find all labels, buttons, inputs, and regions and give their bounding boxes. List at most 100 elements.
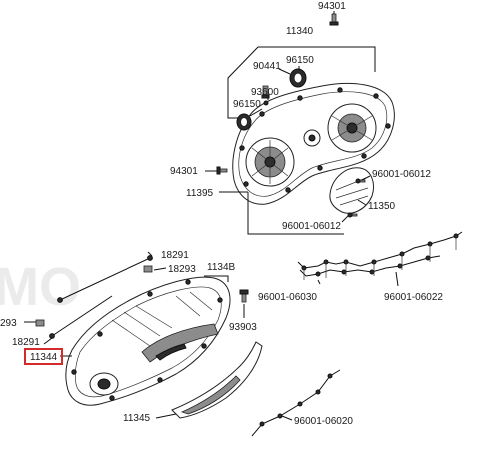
label-96150-a: 96150 xyxy=(286,55,314,66)
label-11344: 11344 xyxy=(30,352,58,363)
leader-18291-a xyxy=(147,251,153,257)
rim-bolt xyxy=(361,153,367,159)
leader-11345 xyxy=(155,413,177,419)
spacer-18293-a xyxy=(143,265,153,273)
hose-clip xyxy=(315,271,321,277)
label-11350: 11350 xyxy=(368,201,396,212)
leader-line-11340 xyxy=(258,46,376,72)
bracket-frame-11340 xyxy=(227,46,259,119)
label-96001-06030: 96001-06030 xyxy=(258,292,317,303)
label-1134b: 1134B xyxy=(207,262,236,273)
cover-rim-bolts xyxy=(239,87,391,193)
oil-seal-inner xyxy=(293,72,303,84)
spacer-body xyxy=(143,265,153,273)
leader-96001-06020 xyxy=(281,415,293,421)
rim-bolt xyxy=(373,93,379,99)
outer-cover-assembly xyxy=(24,251,341,437)
hose-clip xyxy=(341,269,347,275)
leader-96150-b xyxy=(249,108,263,117)
leader-18291-b xyxy=(43,337,53,345)
rod-shaft xyxy=(51,295,113,337)
rim-bolt xyxy=(385,123,391,129)
leader-96001-06012-a xyxy=(361,175,371,181)
hose-clip xyxy=(397,263,403,269)
hose-96001-06030 xyxy=(297,231,463,269)
label-96150-b: 96150 xyxy=(233,99,261,110)
screw-head xyxy=(347,212,353,218)
bolt-head xyxy=(216,166,221,175)
hose-clip-stems xyxy=(303,236,457,280)
front-opening-ribs xyxy=(251,140,289,184)
part-labels: 94301 11340 90441 96150 93600 96150 9430… xyxy=(0,1,443,427)
plug-90441 xyxy=(261,85,270,99)
rim-bolt xyxy=(239,145,245,151)
label-96001-06012-b: 96001-06012 xyxy=(282,221,341,232)
cover-bolt xyxy=(109,395,115,401)
cover-bolt xyxy=(71,369,77,375)
hose-harness-group xyxy=(297,231,463,287)
bolt-head xyxy=(329,21,339,26)
center-boss-hole xyxy=(308,134,316,142)
rod-18291-a xyxy=(57,255,153,303)
screw-shank xyxy=(351,213,358,217)
inner-cover-assembly xyxy=(205,11,395,235)
inner-cover-rim xyxy=(238,91,388,197)
vent-plate-body xyxy=(329,167,374,214)
front-pulley-opening xyxy=(245,137,295,187)
spacer-body xyxy=(35,319,45,327)
bolt-93903 xyxy=(239,289,249,303)
leader-96001-06012-b xyxy=(341,215,349,223)
lower-trim-11345 xyxy=(171,341,263,419)
highlight-box-11344 xyxy=(24,348,63,365)
vent-plate-11350 xyxy=(329,167,374,214)
bolt-94301-mid xyxy=(216,166,228,175)
bolt-shank xyxy=(331,13,337,23)
label-94301-top: 94301 xyxy=(318,1,346,12)
oil-seal-96150-upper xyxy=(289,68,307,88)
label-93903: 93903 xyxy=(229,322,257,333)
leader-96001-06030 xyxy=(317,279,321,285)
leader-90441 xyxy=(278,68,291,75)
lower-hose-clips xyxy=(259,373,333,427)
washer-93600 xyxy=(263,100,269,106)
cover-bolt xyxy=(157,377,163,383)
leader-96001-06022 xyxy=(395,271,399,287)
rim-bolt xyxy=(297,95,303,101)
bracket-1134b xyxy=(204,275,229,282)
leader-11350 xyxy=(357,199,367,206)
label-18291-b: 18291 xyxy=(12,337,40,348)
rim-bolt xyxy=(243,181,249,187)
label-11340: 11340 xyxy=(286,26,314,37)
cover-bolt xyxy=(201,343,207,349)
hose-clip xyxy=(327,373,333,379)
hose-clip xyxy=(277,413,283,419)
hose-clip xyxy=(297,401,303,407)
cover-bolt xyxy=(147,291,153,297)
outer-cover-ribs xyxy=(111,291,213,347)
hose-clip xyxy=(259,421,265,427)
cover-bolt xyxy=(217,297,223,303)
outer-cover-bolts xyxy=(71,279,223,401)
hose-clip xyxy=(315,389,321,395)
cover-bolt xyxy=(185,279,191,285)
bolt-shank xyxy=(241,293,247,303)
label-11395: 11395 xyxy=(186,188,214,199)
label-18293-b: 293 xyxy=(0,318,17,329)
rear-opening-ribs xyxy=(331,115,373,141)
bolt-94301-top xyxy=(329,13,339,26)
screw-head xyxy=(355,178,361,184)
front-boss-inner xyxy=(97,378,111,390)
leader-11395-frame xyxy=(247,192,344,235)
spacer-18293-b xyxy=(35,319,45,327)
hose-clip xyxy=(425,255,431,261)
screw-96001-06012-a xyxy=(355,178,366,184)
hose-clip xyxy=(369,269,375,275)
label-18291-a: 18291 xyxy=(161,250,189,261)
rod-end xyxy=(147,255,153,261)
cover-logo-mark xyxy=(155,343,187,361)
rod-end xyxy=(49,333,55,339)
rim-bolt xyxy=(285,187,291,193)
oil-seal-96150-lower xyxy=(236,113,252,131)
